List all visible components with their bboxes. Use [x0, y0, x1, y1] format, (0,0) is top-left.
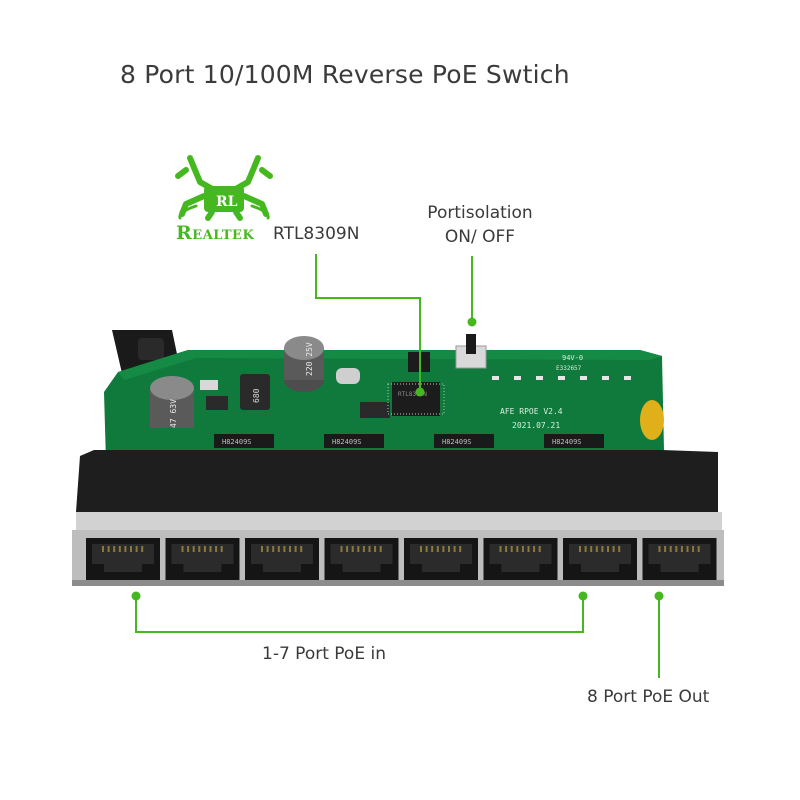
ethernet-port-3[interactable]: [245, 538, 319, 580]
cert-text: 94V-0: [562, 354, 583, 362]
port-housing: [76, 450, 718, 512]
transformer-row: H82409S H82409S H82409S H82409S: [214, 434, 604, 448]
chip-label: RTL8309N: [273, 224, 360, 244]
isolation-switch[interactable]: [455, 334, 487, 369]
capacitor-47: 47 63V: [150, 376, 194, 428]
capacitor-220: 220 25V: [284, 336, 324, 392]
isolation-switch-label: Portisolation ON/ OFF: [400, 201, 560, 249]
page-title: 8 Port 10/100M Reverse PoE Swtich: [120, 60, 570, 89]
ethernet-port-8[interactable]: [642, 538, 717, 580]
svg-text:H82409S: H82409S: [552, 438, 582, 446]
rtl8309n-chip: RTL8309N: [387, 382, 445, 416]
isolation-switch-label-line2: ON/ OFF: [444, 227, 516, 247]
led-row: [492, 376, 631, 380]
svg-text:220 25V: 220 25V: [305, 342, 314, 376]
svg-text:47 63V: 47 63V: [169, 399, 178, 428]
board-version: AFE RPOE V2.4: [500, 407, 563, 416]
svg-text:RTL8309N: RTL8309N: [398, 391, 427, 398]
realtek-brand: Realtek: [176, 222, 255, 244]
leader-dots: [131, 317, 664, 601]
ethernet-port-5[interactable]: [404, 538, 478, 580]
ports-in-label: 1-7 Port PoE in: [262, 644, 386, 664]
realtek-logo-icon: [175, 155, 273, 221]
ceramic-capacitor: [640, 400, 664, 440]
svg-text:H82409S: H82409S: [332, 438, 362, 446]
svg-text:680: 680: [252, 388, 261, 403]
isolation-switch-label-line1: Portisolation: [427, 203, 533, 223]
ethernet-port-1[interactable]: [86, 538, 160, 580]
ethernet-port-7[interactable]: [563, 538, 637, 580]
leader-lines: [135, 254, 660, 678]
port-out-label: 8 Port PoE Out: [587, 687, 710, 707]
inductor: 680: [240, 374, 270, 410]
board-date: 2021.07.21: [512, 421, 560, 430]
ethernet-port-4[interactable]: [324, 538, 399, 580]
cert-code: E332657: [556, 365, 582, 372]
logo-letters: RL: [216, 194, 238, 210]
svg-text:H82409S: H82409S: [442, 438, 472, 446]
ethernet-port-2[interactable]: [165, 538, 240, 580]
ethernet-ports: [86, 538, 717, 580]
svg-text:H82409S: H82409S: [222, 438, 252, 446]
ethernet-port-6[interactable]: [483, 538, 558, 580]
